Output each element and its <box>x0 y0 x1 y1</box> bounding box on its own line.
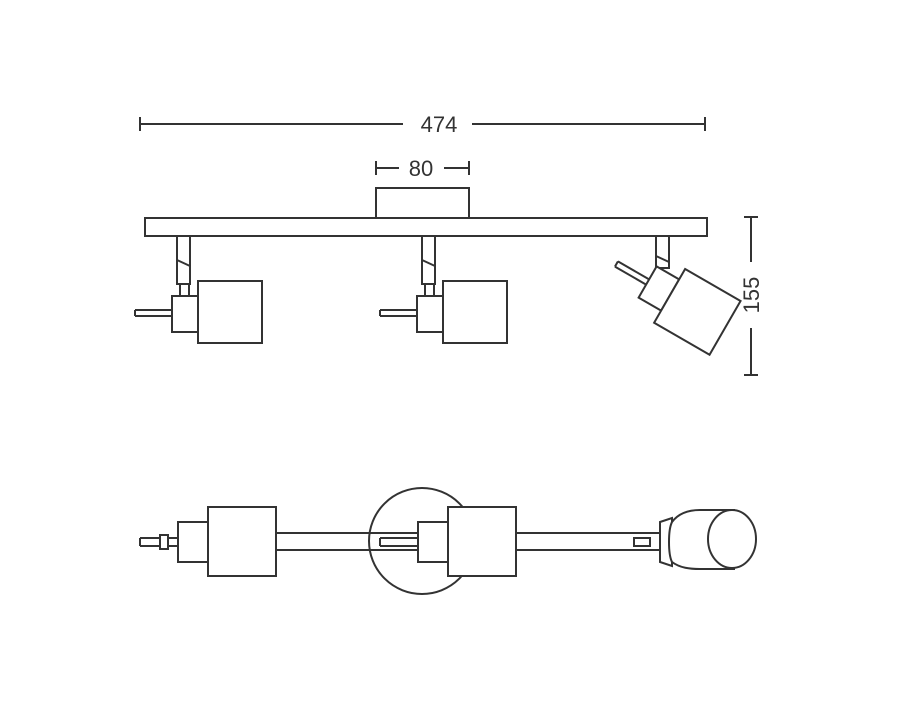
dim-total-width-label: 474 <box>421 112 458 137</box>
spotlight-3-front <box>614 235 742 357</box>
spot-3-top-shade-opening <box>707 509 757 569</box>
dim-height-label: 155 <box>739 277 764 314</box>
spot-2-stem-joint <box>421 259 436 267</box>
mounting-bar-front <box>144 217 708 237</box>
spot-2-top-holder <box>417 521 449 563</box>
spotlight-1-front <box>134 235 263 344</box>
dimension-total-width: 474 <box>139 112 706 137</box>
spotlight-2-front <box>379 235 508 344</box>
spot-3-tilted-head <box>614 260 742 357</box>
spotlight-1-top <box>139 506 277 577</box>
spot-2-holder <box>416 295 444 333</box>
spot-1-shade <box>197 280 263 344</box>
spot-1-holder <box>171 295 199 333</box>
spot-1-knuckle <box>179 283 190 297</box>
spot-3-top-clip <box>633 537 651 547</box>
spot-3-stem-joint <box>655 255 670 263</box>
dimension-base-width: 80 <box>375 156 470 181</box>
ceiling-base-front <box>375 187 470 219</box>
spot-2-shade <box>442 280 508 344</box>
spot-3-rod-top <box>617 260 650 281</box>
dim-base-width-label: 80 <box>409 156 433 181</box>
spot-3-rod-end <box>614 260 619 268</box>
front-view <box>134 187 742 357</box>
spot-1-top-clip <box>159 534 169 550</box>
spot-3-rod-bottom <box>614 265 647 286</box>
spot-2-knuckle <box>424 283 435 297</box>
dimension-height: 155 <box>739 216 764 376</box>
spotlight-3-top <box>633 509 757 570</box>
spot-1-stem-joint <box>176 259 191 267</box>
spot-2-top-shade <box>447 506 517 577</box>
spot-3-shade <box>652 267 742 357</box>
spot-1-top-shade <box>207 506 277 577</box>
spot-1-top-holder <box>177 521 209 563</box>
spotlight-2-top <box>379 506 517 577</box>
spot-3-stem <box>655 235 670 269</box>
top-view <box>139 487 757 595</box>
